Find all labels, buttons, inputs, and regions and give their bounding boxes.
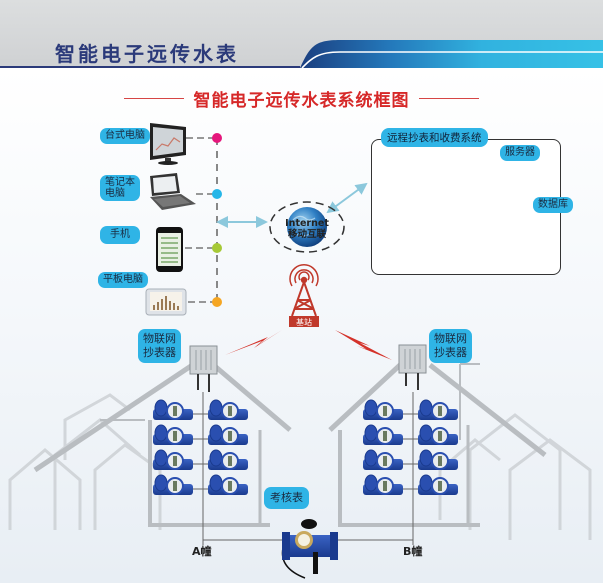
header-banner xyxy=(300,40,603,68)
desktop-label: 台式电脑 xyxy=(100,128,150,144)
title-rule-right xyxy=(418,98,479,99)
water-meter-icon xyxy=(208,474,248,495)
base-station-label: 基站 xyxy=(296,317,312,327)
internet-label: Internet 移动互联 xyxy=(272,218,342,240)
collector-b-label-line2: 抄表器 xyxy=(434,346,467,359)
water-meter-icon xyxy=(153,399,193,420)
desktop-label-text: 台式电脑 xyxy=(105,130,145,141)
building-b-label: B幢 xyxy=(403,545,423,558)
diagram-title: 智能电子远传水表系统框图 xyxy=(193,91,410,111)
tablet-node xyxy=(212,297,222,307)
collector-b-label: 物联网 抄表器 xyxy=(429,329,472,363)
diagram-title-row: 智能电子远传水表系统框图 xyxy=(0,86,603,111)
building-a-label: A幢 xyxy=(192,545,212,558)
check-meter-label-text: 考核表 xyxy=(270,491,303,504)
internet-globe-icon xyxy=(269,201,345,253)
internet-label-line2: 移动互联 xyxy=(287,229,326,240)
water-meter-icon xyxy=(418,449,458,470)
wireless-signal-left-icon xyxy=(225,330,282,355)
check-meter-label: 考核表 xyxy=(264,487,309,509)
laptop-node xyxy=(212,189,222,199)
collector-a-label-line1: 物联网 xyxy=(143,332,176,345)
background-houses xyxy=(8,393,592,540)
tablet-label: 平板电脑 xyxy=(98,272,148,288)
laptop-label-line2: 电脑 xyxy=(105,188,125,199)
water-meter-icon xyxy=(153,424,193,445)
water-meter-icon xyxy=(363,449,403,470)
building-a-meters xyxy=(153,399,248,495)
water-meter-icon xyxy=(153,449,193,470)
water-meter-icon xyxy=(208,399,248,420)
database-label-text: 数据库 xyxy=(538,199,568,210)
building-b-meters xyxy=(363,399,458,495)
check-meter-icon xyxy=(281,519,338,579)
building-a-structure xyxy=(33,357,292,527)
collector-a-device-icon xyxy=(189,345,218,392)
water-meter-icon xyxy=(208,424,248,445)
laptop-label: 笔记本 电脑 xyxy=(100,175,140,201)
water-meter-icon xyxy=(363,474,403,495)
collector-a-label-line2: 抄表器 xyxy=(143,346,176,359)
water-meter-icon xyxy=(208,449,248,470)
collector-b-device-icon xyxy=(398,344,427,390)
water-meter-icon xyxy=(363,399,403,420)
server-label: 服务器 xyxy=(500,145,540,161)
internet-to-system-arrow xyxy=(326,182,368,214)
collector-a-label: 物联网 抄表器 xyxy=(138,329,181,363)
title-rule-left xyxy=(124,98,185,99)
remote-system-title: 远程抄表和收费系统 xyxy=(381,128,488,147)
header-title: 智能电子远传水表 xyxy=(55,42,239,66)
desktop-node xyxy=(212,133,222,143)
phone-label: 手机 xyxy=(100,226,140,244)
server-label-text: 服务器 xyxy=(505,147,535,158)
water-meter-icon xyxy=(153,474,193,495)
internet-label-line1: Internet xyxy=(285,218,329,229)
database-label: 数据库 xyxy=(533,197,573,213)
water-meter-icon xyxy=(363,424,403,445)
water-meter-icon xyxy=(418,474,458,495)
phone-label-text: 手机 xyxy=(110,229,130,240)
wireless-signal-right-icon xyxy=(335,330,392,360)
tablet-label-text: 平板电脑 xyxy=(103,274,143,285)
base-station-tower-icon xyxy=(289,264,319,327)
building-b-structure xyxy=(328,363,547,527)
phone-node xyxy=(212,243,222,253)
header-divider xyxy=(0,66,300,68)
water-meter-icon xyxy=(418,399,458,420)
laptop-label-line1: 笔记本 xyxy=(105,177,135,188)
water-meter-icon xyxy=(418,424,458,445)
collector-b-label-line1: 物联网 xyxy=(434,332,467,345)
